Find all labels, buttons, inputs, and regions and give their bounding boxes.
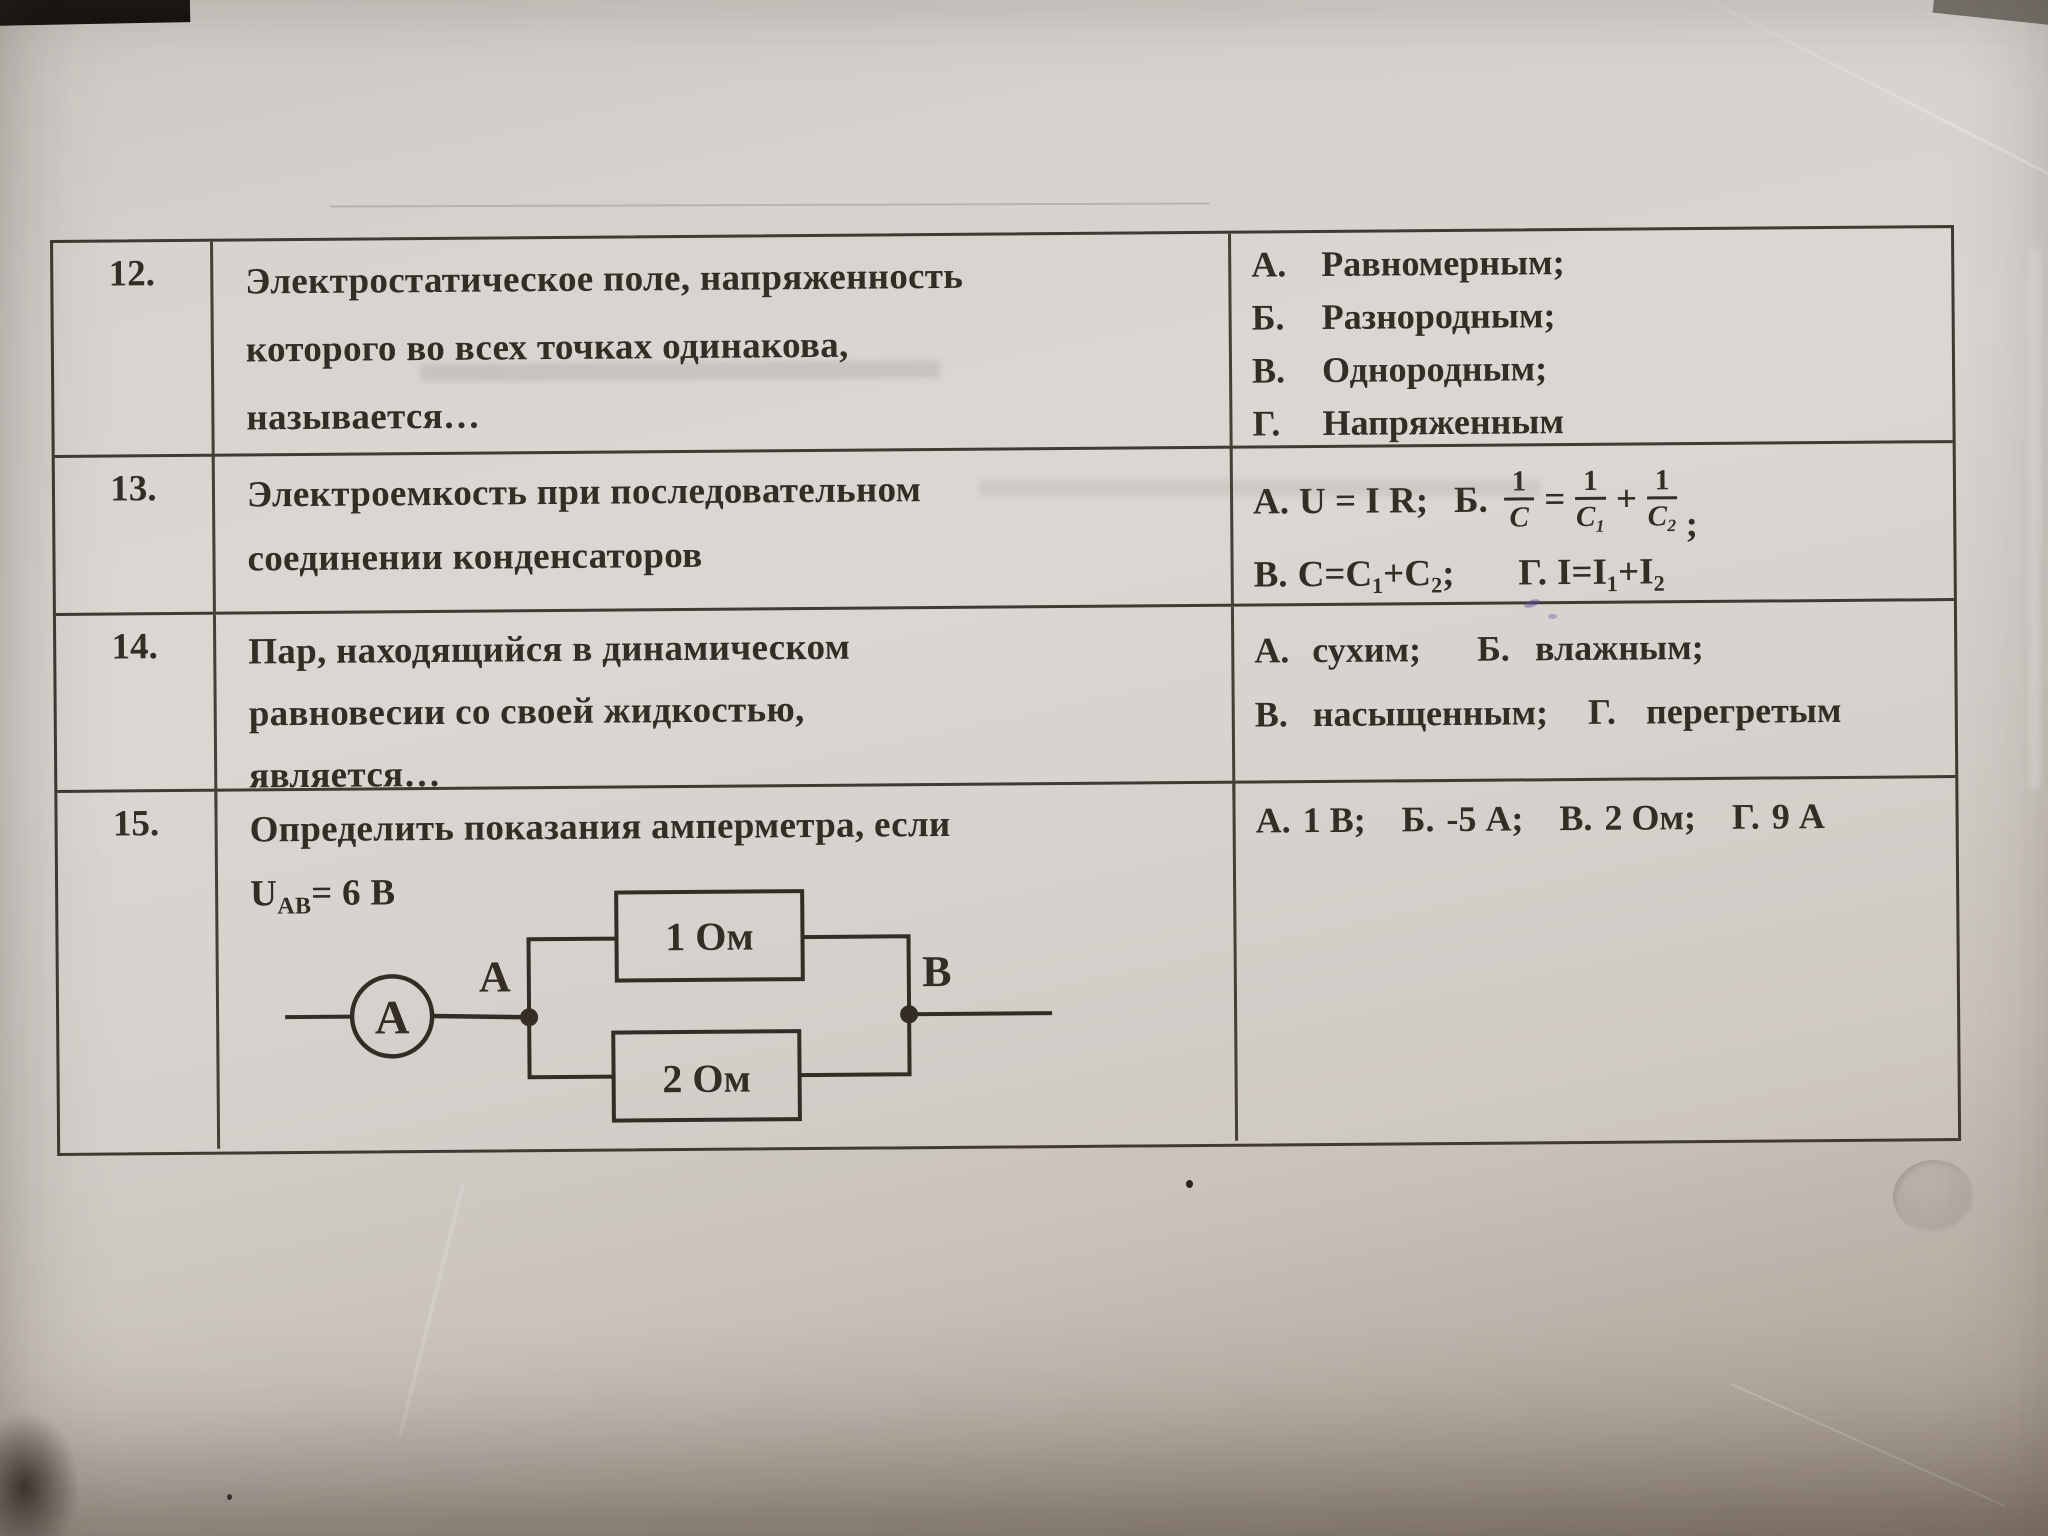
option-letter: В. (1253, 554, 1288, 596)
wire (526, 936, 617, 1018)
node-a-label: A (479, 952, 511, 1001)
option-letter: Б. (1251, 297, 1285, 338)
option-text: сухим; (1312, 629, 1422, 671)
equals-sign: = (1544, 478, 1566, 520)
question-line: соединении конденсаторов (247, 534, 703, 580)
fraction-denominator: C (1509, 500, 1529, 534)
option-letter: Б. (1476, 628, 1510, 669)
plus-sign: + (1615, 478, 1638, 520)
option-text: -5 А; (1446, 798, 1524, 840)
formula-options-line: А. U = I R; Б. 1 C = 1 C₁ + 1 (1253, 448, 1944, 549)
option-letter: А. (1254, 630, 1290, 671)
paper-crease (1730, 1383, 2006, 1507)
option-text: 9 А (1771, 796, 1825, 837)
option-letter: А. (1255, 800, 1291, 841)
answer-options-line: А. сухим; Б. влажным; (1254, 613, 1944, 682)
option-text: Равномерным; (1321, 242, 1565, 285)
question-number: 13. (54, 456, 216, 613)
question-line: равновесии со своей жидкостью, (248, 689, 805, 735)
option-letter: В. (1251, 350, 1286, 391)
pen-mark (1548, 614, 1557, 619)
table-row: 15. Определить показания амперметра, есл… (57, 778, 1958, 1150)
wire (909, 1011, 1053, 1017)
fraction: 1 C (1503, 464, 1535, 534)
answer-option: А. Равномерным; (1251, 233, 1941, 291)
resistor-1-label: 1 Ом (665, 913, 754, 959)
answer-option: Б. Разнородным; (1251, 286, 1941, 344)
option-text: Разнородным; (1321, 295, 1556, 338)
question-line: Электростатическое поле, напряженность (245, 255, 964, 303)
ammeter-label: А (375, 991, 410, 1044)
node-b-label: B (922, 947, 952, 996)
photo-corner-shadow (1932, 0, 2048, 28)
fraction-numerator: 1 (1646, 463, 1678, 499)
option-letter: Г. (1518, 552, 1548, 594)
option-formula: C=C₁+C₂; (1297, 552, 1455, 596)
ink-speck (227, 1494, 232, 1500)
formula-options-line: В. C=C₁+C₂; Г. I=I₁+I₂ (1253, 544, 1943, 601)
question-table: 12. Электростатическое поле, напряженнос… (50, 225, 1962, 1156)
resistor-2-label: 2 Ом (662, 1056, 751, 1102)
circuit-diagram: А A 1 Ом 2 Ом (285, 889, 1053, 1123)
question-number: 12. (53, 241, 215, 460)
photo-corner-shadow (0, 1412, 80, 1536)
option-text: Напряженным (1322, 401, 1565, 444)
options-cell: А. сухим; Б. влажным; В. насыщенным; Г. … (1234, 601, 1955, 800)
options-cell: А. 1 В; Б. -5 А; В. 2 Ом; Г. 9 А (1235, 778, 1958, 1141)
wire (799, 1014, 912, 1078)
option-formula: I=I₁+I₂ (1556, 551, 1665, 594)
question-number: 14. (55, 614, 218, 809)
option-text: 1 В; (1302, 799, 1366, 841)
option-text: перегретым (1645, 689, 1842, 732)
option-letter: А. (1251, 244, 1287, 285)
fraction-denominator: C₂ (1647, 499, 1678, 532)
option-letter: В. (1254, 694, 1288, 735)
paper-scratch (398, 1183, 465, 1437)
table-row: 14. Пар, находящийся в динамическом равн… (55, 601, 1956, 809)
wire (285, 1014, 351, 1020)
answer-option: Г. Напряженным (1252, 392, 1942, 450)
question-text-cell: Электроемкость при последовательном соед… (214, 448, 1234, 612)
option-letter: Г. (1731, 796, 1760, 837)
table-row: 12. Электростатическое поле, напряженнос… (53, 228, 1953, 460)
answer-options-line: В. насыщенным; Г. перегретым (1255, 677, 1945, 746)
option-text: влажным; (1534, 627, 1704, 669)
answer-options-line: А. 1 В; Б. -5 А; В. 2 Ом; Г. 9 А (1255, 786, 1945, 849)
pencil-smudge (419, 360, 941, 382)
option-letter: Б. (1401, 799, 1435, 840)
option-letter: Г. (1587, 691, 1617, 732)
embossed-stamp (1893, 1160, 1975, 1234)
options-cell: А. U = I R; Б. 1 C = 1 C₁ + 1 (1233, 443, 1954, 604)
question-line: Пар, находящийся в динамическом (248, 626, 851, 673)
option-text: 2 Ом; (1604, 797, 1697, 838)
wire (802, 934, 912, 1015)
options-cell: А. Равномерным; Б. Разнородным; В. Однор… (1231, 228, 1953, 451)
question-line: Определить показания амперметра, если (249, 803, 951, 851)
wire (527, 1017, 614, 1080)
option-text: Однородным; (1321, 348, 1548, 391)
paper-crease (329, 202, 1211, 208)
paper-sheen (2030, 250, 2040, 790)
question-text-cell: Определить показания амперметра, если UA… (217, 783, 1239, 1149)
fraction-denominator: C₁ (1575, 500, 1606, 533)
table-row: 13. Электроемкость при последовательном … (54, 443, 1954, 616)
paper-crease (1615, 0, 2048, 191)
option-letter: Г. (1252, 403, 1281, 444)
question-line: называется… (246, 395, 481, 439)
ink-speck (1186, 1180, 1193, 1188)
fraction: 1 C₁ (1575, 464, 1606, 533)
question-text-cell: Электростатическое поле, напряженность к… (213, 233, 1233, 459)
pencil-smudge (980, 480, 1540, 496)
question-text-cell: Пар, находящийся в динамическом равновес… (215, 606, 1236, 808)
wire (432, 1013, 530, 1020)
fraction-numerator: 1 (1575, 464, 1606, 500)
option-text: насыщенным; (1312, 692, 1549, 735)
question-number: 15. (57, 791, 221, 1150)
semicolon: ; (1685, 504, 1699, 546)
answer-option: В. Однородным; (1252, 339, 1942, 397)
fraction: 1 C₂ (1646, 463, 1678, 533)
option-letter: В. (1559, 797, 1593, 839)
photo-corner-shadow (0, 0, 191, 26)
